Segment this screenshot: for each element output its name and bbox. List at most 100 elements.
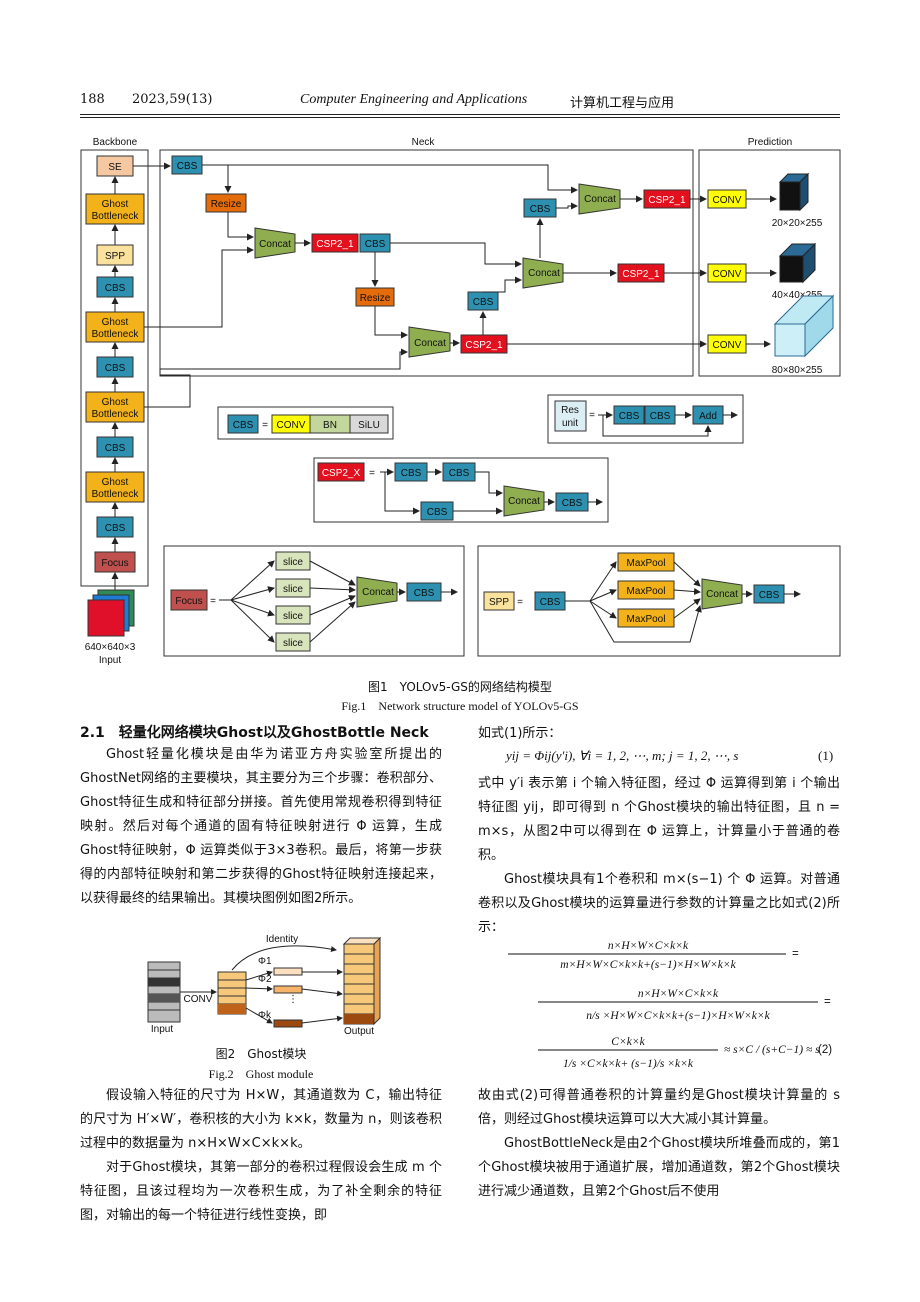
svg-text:CBS: CBS [105,443,126,454]
backbone-spp: SPP [96,244,134,266]
spp-legend: SPP = CBS MaxPool MaxPool MaxPool Concat… [483,552,801,643]
neck-csp2-3: CSP2_1 [617,263,665,283]
pred-conv-3: CONV [707,334,747,354]
svg-text:n×H×W×C×k×k: n×H×W×C×k×k [638,988,719,1000]
figure-1-caption-cn: 图1 YOLOv5-GS的网络结构模型 [368,680,552,694]
backbone-cbs-1: CBS [96,276,134,298]
svg-text:CBS: CBS [233,420,254,431]
ghost-output-stack [342,936,382,1026]
left-column-lower: 假设输入特征的尺寸为 H×W，其通道数为 C，输出特征的尺寸为 H′×W′，卷积… [80,1084,442,1228]
paragraph: 假设输入特征的尺寸为 H×W，其通道数为 C，输出特征的尺寸为 H′×W′，卷积… [80,1088,442,1151]
svg-text:n×H×W×C×k×k: n×H×W×C×k×k [608,940,689,952]
svg-text:Focus: Focus [175,596,202,607]
svg-text:SPP: SPP [105,251,125,262]
svg-text:Concat: Concat [584,194,616,205]
output-cube-20 [778,172,810,212]
svg-text:CBS: CBS [177,161,198,172]
cbs-legend: CBS = CONV BN SiLU [227,414,389,434]
svg-text:Concat: Concat [414,338,446,349]
neck-csp2-4: CSP2_1 [643,189,691,209]
svg-text:Bottleneck: Bottleneck [92,409,140,420]
journal-name-en: Computer Engineering and Applications [300,92,528,107]
svg-text:CBS: CBS [449,468,470,479]
backbone-cbs-3: CBS [96,436,134,458]
svg-text:Bottleneck: Bottleneck [92,211,140,222]
svg-text:CBS: CBS [759,590,780,601]
focus-legend-frame [163,545,465,657]
svg-text:Ghost: Ghost [102,199,129,210]
ghost-intrinsic-features [217,971,247,1015]
svg-text:Add: Add [699,411,717,422]
svg-text:Concat: Concat [706,589,738,600]
backbone-ghost-1: Ghost Bottleneck [85,193,145,225]
figure-1-diagram: Backbone Neck Prediction SE Ghost Bottle… [80,137,841,666]
header-rule [80,114,840,115]
svg-text:MaxPool: MaxPool [627,614,666,625]
cbs-legend-frame [217,406,394,440]
svg-text:CBS: CBS [540,597,561,608]
backbone-se: SE [96,155,134,177]
svg-text:CONV: CONV [713,195,742,206]
svg-text:=: = [262,420,268,431]
svg-text:Bottleneck: Bottleneck [92,489,140,500]
svg-text:Resize: Resize [211,199,242,210]
page-number: 188 [80,92,105,107]
svg-text:CBS: CBS [427,507,448,518]
spp-legend-frame [477,545,841,657]
svg-text:CBS: CBS [105,363,126,374]
svg-text:Concat: Concat [528,268,560,279]
phi-dots: ⋮ [288,994,298,1005]
figure-2-caption-en: Fig.2 Ghost module [208,1067,314,1081]
res-unit-legend: Res unit = CBS CBS Add [554,400,738,437]
equation-1: yij = Φij(y′i), ∀i = 1, 2, ⋯, m; j = 1, … [506,748,739,763]
phi2-label: Φ2 [258,974,272,985]
svg-text:=: = [589,410,595,421]
svg-text:≈ s×C / (s+C−1) ≈ s: ≈ s×C / (s+C−1) ≈ s [724,1044,820,1056]
svg-text:=: = [517,597,523,608]
backbone-cbs-2: CBS [96,356,134,378]
svg-text:n/s ×H×W×C×k×k+(s−1)×H×W×k×k: n/s ×H×W×C×k×k+(s−1)×H×W×k×k [586,1010,770,1022]
svg-text:CBS: CBS [619,411,640,422]
equation-2: n×H×W×C×k×k m×H×W×C×k×k+(s−1)×H×W×k×k = … [508,940,832,1070]
backbone-label: Backbone [93,137,138,148]
paragraph: 式中 y′i 表示第 i 个输入特征图，经过 Φ 运算得到第 i 个输出特征图 … [478,776,840,863]
svg-text:CSP2_1: CSP2_1 [316,239,354,250]
svg-text:CBS: CBS [105,283,126,294]
svg-text:Res: Res [561,405,579,416]
pred-conv-1: CONV [707,189,747,209]
backbone-ghost-2: Ghost Bottleneck [85,311,145,343]
svg-text:CSP2_1: CSP2_1 [465,340,503,351]
svg-text:CSP2_1: CSP2_1 [648,195,686,206]
paragraph: 故由式(2)可得普通卷积的计算量约是Ghost模块计算量的 s 倍，则经过Gho… [478,1088,840,1127]
neck-resize-1: Resize [205,193,247,213]
phi1-label: Φ1 [258,956,272,967]
backbone-cbs-4: CBS [96,516,134,538]
phik-label: Φk [258,1010,272,1021]
svg-text:Resize: Resize [360,293,391,304]
header-rule-thin [80,117,840,118]
neck-concat-3: Concat [522,257,564,289]
svg-text:CBS: CBS [401,468,422,479]
neck-concat-4: Concat [578,183,621,215]
csp2x-legend: CSP2_X = CBS CBS CBS Concat CBS [317,462,603,521]
svg-text:slice: slice [283,584,303,595]
svg-text:Concat: Concat [362,587,394,598]
svg-text:CONV: CONV [713,340,742,351]
issue-info: 2023,59(13) [132,92,213,107]
backbone-focus: Focus [94,551,136,573]
figure-1-caption-en: Fig.1 Network structure model of YOLOv5-… [341,699,579,713]
svg-text:CSP2_1: CSP2_1 [622,269,660,280]
output-size-40: 40×40×255 [772,290,823,301]
left-column: Ghost轻量化模块是由华为诺亚方舟实验室所提出的GhostNet网络的主要模块… [80,743,442,911]
paragraph: Ghost模块具有1个卷积和 m×(s−1) 个 Φ 运算。对普通卷积以及Gho… [478,872,840,935]
backbone-ghost-4: Ghost Bottleneck [85,471,145,503]
svg-text:BN: BN [323,420,337,431]
ghost-identity-label: Identity [266,934,298,945]
svg-text:Bottleneck: Bottleneck [92,329,140,340]
neck-cbs-top: CBS [171,155,203,175]
neck-cbs-lower: CBS [467,291,499,311]
csp2x-legend-frame [313,457,609,523]
paragraph: 对于Ghost模块，其第一部分的卷积过程假设会生成 m 个特征图，且该过程均为一… [80,1160,442,1223]
output-size-20: 20×20×255 [772,218,823,229]
neck-csp2-2: CSP2_1 [460,334,508,354]
